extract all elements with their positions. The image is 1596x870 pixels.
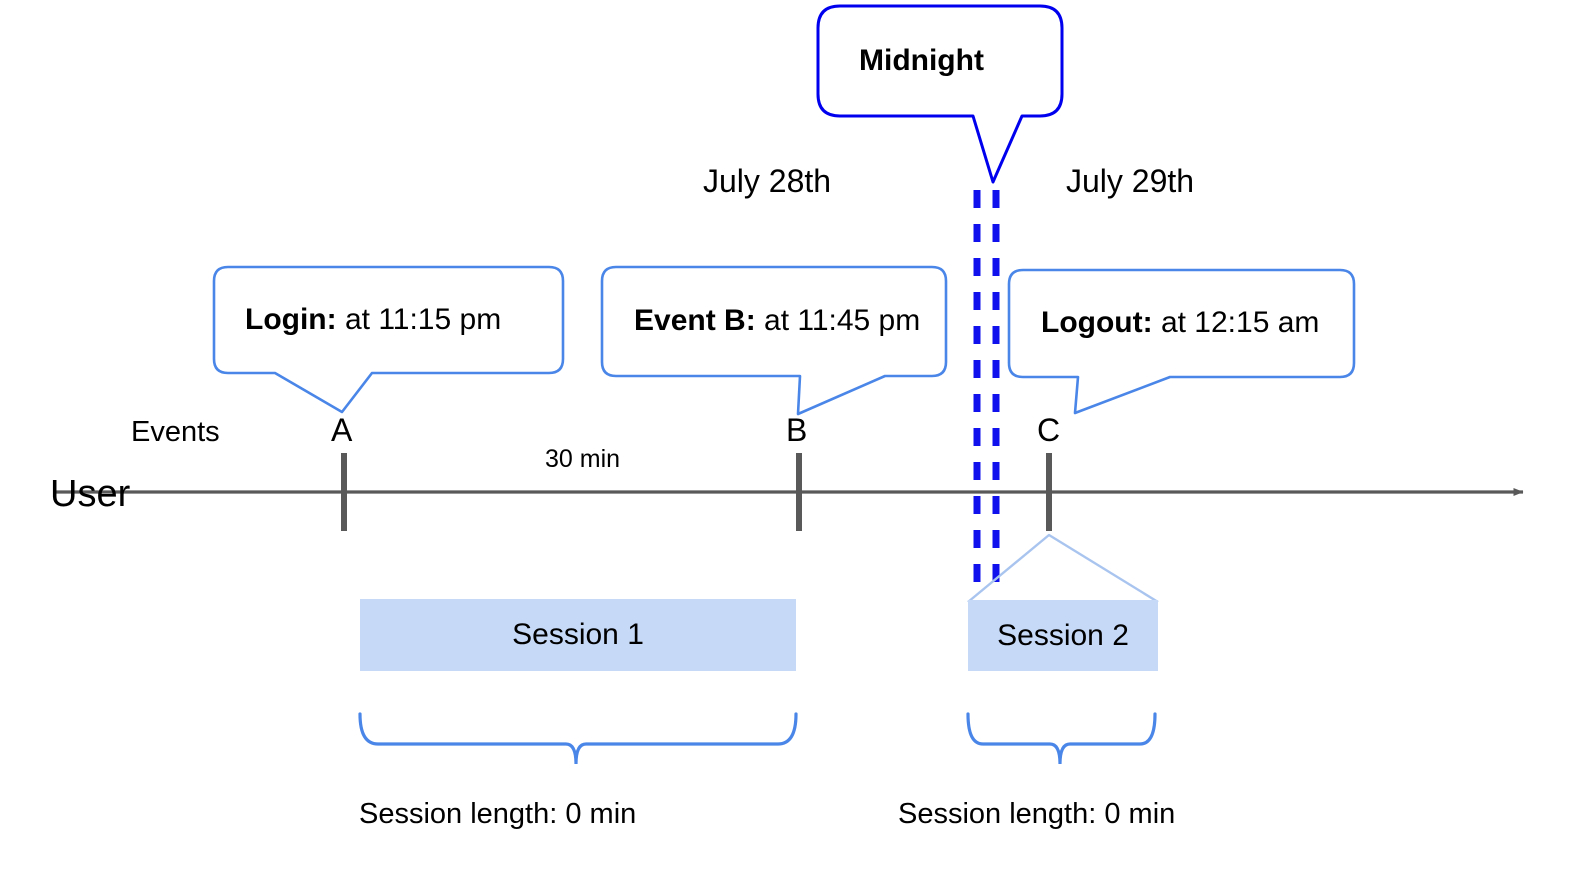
session-1-length-caption: Session length: 0 min — [359, 798, 637, 830]
event-b-callout-bold: Event B: — [634, 304, 756, 337]
session-1-label: Session 1 — [512, 618, 644, 651]
midnight-divider — [973, 190, 1000, 586]
login-callout-shape — [212, 265, 565, 414]
login-callout-label: Login: at 11:15 pm — [245, 305, 501, 335]
session2-connector — [967, 533, 1159, 604]
logout-callout-bold: Logout: — [1041, 306, 1153, 339]
date-label-july-29: July 29th — [1066, 163, 1195, 199]
session-2-label: Session 2 — [997, 618, 1129, 652]
marker-label-a: A — [331, 412, 353, 448]
event-b-callout-shape — [600, 265, 948, 416]
marker-label-c: C — [1037, 412, 1061, 448]
interval-label-30min: 30 min — [545, 445, 621, 473]
login-callout-bold: Login: — [245, 303, 337, 336]
session1-brace — [358, 712, 798, 765]
logout-callout-rest: at 12:15 am — [1152, 306, 1320, 339]
logout-callout-label: Logout: at 12:15 am — [1041, 308, 1319, 338]
session-2-bar: Session 2 — [968, 600, 1158, 671]
session-1-bar: Session 1 — [360, 599, 796, 671]
logout-callout-shape — [1007, 268, 1356, 415]
date-label-july-28: July 28th — [703, 163, 832, 199]
timeline-axis — [55, 453, 1524, 531]
midnight-callout-shape — [816, 4, 1064, 184]
login-callout-rest: at 11:15 pm — [336, 303, 502, 336]
user-row-label: User — [50, 473, 131, 515]
events-row-label: Events — [131, 416, 220, 448]
session2-brace — [966, 712, 1157, 765]
session-2-length-caption: Session length: 0 min — [898, 798, 1176, 830]
event-b-callout-label: Event B: at 11:45 pm — [634, 306, 920, 336]
event-b-callout-rest: at 11:45 pm — [755, 304, 921, 337]
midnight-callout-label: Midnight — [859, 44, 984, 77]
marker-label-b: B — [786, 412, 808, 448]
